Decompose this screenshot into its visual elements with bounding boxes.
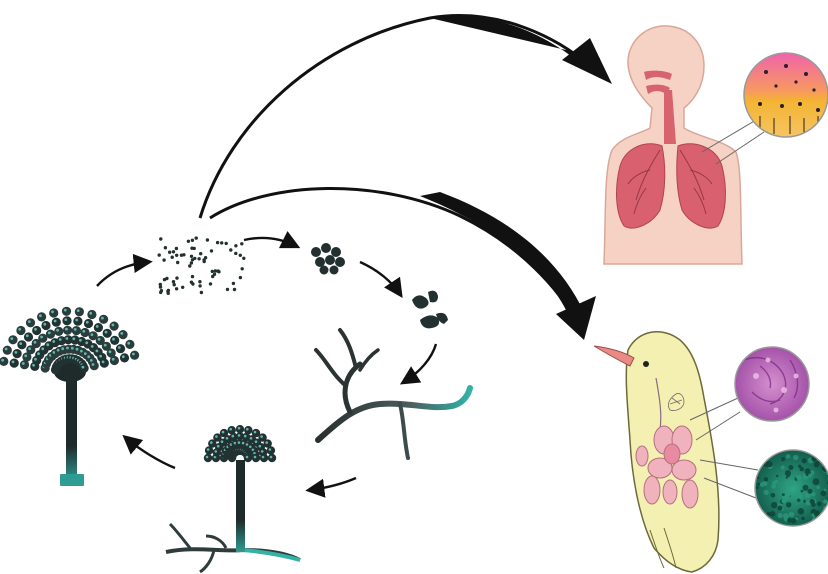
cycle-arrow-6	[126, 438, 175, 468]
colony-magnifier-icon	[752, 448, 828, 530]
human-respiratory-icon	[604, 26, 764, 264]
tissue-magnifier-icon	[740, 50, 828, 142]
hyphae-icon	[316, 330, 470, 458]
germinating-spores-icon	[412, 291, 448, 329]
cycle-arrow-1	[97, 262, 148, 286]
cycle-arrow-2	[244, 238, 296, 246]
young-conidiophore-icon	[166, 425, 300, 572]
spore-cluster-icon	[311, 243, 345, 275]
conidia-icon	[158, 236, 246, 295]
histology-magnifier-icon	[732, 344, 812, 424]
mature-conidiophore-icon	[0, 307, 139, 486]
cycle-arrow-4	[404, 344, 436, 382]
arrow-to-human	[200, 16, 612, 218]
bird-anatomy-icon	[594, 332, 758, 572]
bird-eye	[643, 361, 649, 367]
human-silhouette	[604, 26, 742, 264]
arrow-to-bird	[210, 188, 596, 340]
cycle-arrow-5	[310, 478, 356, 490]
cycle-arrow-3	[360, 262, 400, 294]
